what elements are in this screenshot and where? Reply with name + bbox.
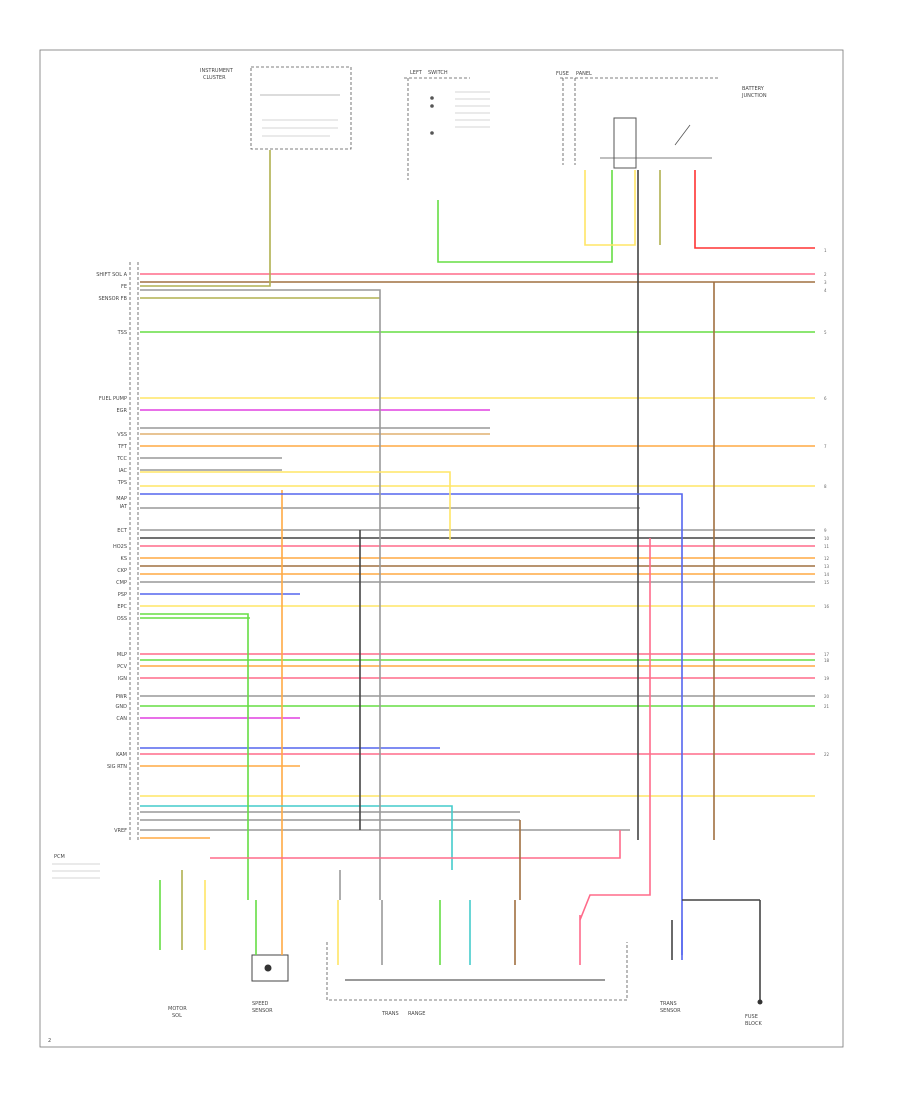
- pcm-connector: SHIFT SOL A FE SENSOR FB TSS FUEL PUMP EGR VSS…: [52, 262, 139, 879]
- pcm-pin-label: HO2S: [113, 544, 127, 550]
- battery-junction-label-2: JUNCTION: [741, 93, 767, 99]
- pcm-pin-label: TCC: [116, 456, 127, 462]
- diagram-frame: [39, 49, 844, 1048]
- right-edge-number: 14: [824, 572, 830, 577]
- fuse-panel-label-1: FUSE: [556, 71, 569, 77]
- pcm-pin-label: EGR: [116, 408, 127, 414]
- pcm-pin-label: IAT: [119, 504, 128, 510]
- speed-sensor-label-1: SPEED: [252, 1001, 269, 1007]
- page-number: 2: [48, 1038, 51, 1044]
- pcm-pin-label: IGN: [118, 676, 127, 682]
- pcm-pin-label: CMP: [116, 580, 127, 586]
- pcm-pin-label: VREF: [114, 828, 127, 834]
- left-switch-label-2: SWITCH: [428, 70, 448, 76]
- instrument-cluster-component: INSTRUMENT CLUSTER: [200, 66, 352, 150]
- pcm-pin-label: MLP: [117, 652, 127, 658]
- pcm-pin-label: KS: [121, 556, 127, 562]
- pcm-pin-label: VSS: [117, 432, 127, 438]
- left-switch-label-1: LEFT: [410, 70, 423, 76]
- pcm-pin-label: SIG RTN: [107, 764, 127, 770]
- trans-range-component: TRANS RANGE: [326, 900, 628, 1017]
- trans-range-label-2: RANGE: [408, 1011, 425, 1017]
- instrument-cluster-label-2: CLUSTER: [203, 75, 226, 81]
- speed-sensor-component: SPEED SENSOR: [251, 900, 289, 1014]
- right-edge-number: 17: [824, 652, 830, 657]
- right-edge-number: 1: [824, 248, 827, 253]
- pcm-pin-label: FE: [121, 284, 127, 290]
- right-edge-number: 8: [824, 484, 827, 489]
- pcm-pin-label: PCV: [117, 664, 128, 670]
- trans-sensor-component: TRANS SENSOR: [659, 920, 683, 1014]
- pcm-pin-label: KAM: [116, 752, 127, 758]
- vertical-wires: [140, 150, 815, 840]
- pcm-pin-label: SHIFT SOL A: [96, 272, 127, 278]
- pcm-pin-label: PWR: [116, 694, 128, 700]
- pcm-pin-label: IAC: [119, 468, 128, 474]
- pcm-pin-label: GND: [116, 704, 128, 710]
- motor-sol-label-1: MOTOR: [168, 1006, 187, 1012]
- right-edge-number: 3: [824, 280, 827, 285]
- right-edge-number: 2: [824, 272, 827, 277]
- right-edge-number: 22: [824, 752, 830, 757]
- trans-sensor-label-1: TRANS: [659, 1001, 677, 1007]
- pcm-pin-label: EPC: [117, 604, 127, 610]
- right-edge-number: 9: [824, 528, 827, 533]
- wire-group: [140, 273, 815, 839]
- pcm-pin-label: CKP: [117, 568, 127, 574]
- pcm-pin-label: PSP: [118, 592, 127, 598]
- right-edge-number: 21: [824, 704, 830, 709]
- right-edge-number: 12: [824, 556, 830, 561]
- bottom-components: MOTOR SOL SPEED SENSOR TRANS RANGE: [159, 870, 763, 1027]
- trans-range-label-1: TRANS: [381, 1011, 399, 1017]
- pcm-pin-label: ECT: [117, 528, 128, 534]
- left-switch-component: LEFT SWITCH: [404, 70, 490, 180]
- pcm-pin-label: TSS: [117, 330, 127, 336]
- motor-sol-label-2: SOL: [172, 1013, 182, 1019]
- battery-junction-label-1: BATTERY: [742, 86, 765, 92]
- right-edge-number: 6: [824, 396, 827, 401]
- right-edge-number: 15: [824, 580, 830, 585]
- right-edge-number: 20: [824, 694, 830, 699]
- trans-sensor-label-2: SENSOR: [660, 1008, 681, 1014]
- right-edge-number: 10: [824, 536, 830, 541]
- right-edge-number: 13: [824, 564, 830, 569]
- instrument-cluster-label-1: INSTRUMENT: [200, 68, 234, 74]
- right-edge-number: 18: [824, 658, 830, 663]
- right-edge-number: 4: [824, 288, 827, 293]
- right-edge-number: 11: [824, 544, 830, 549]
- pcm-pin-label: TPS: [117, 480, 127, 486]
- speed-sensor-label-2: SENSOR: [252, 1008, 273, 1014]
- pcm-pin-label: OSS: [117, 616, 127, 622]
- mid-vertical-wires: [140, 282, 715, 955]
- fuse-block-label-2: BLOCK: [745, 1021, 762, 1027]
- pcm-pin-labels: SHIFT SOL A FE SENSOR FB TSS FUEL PUMP EGR VSS…: [96, 272, 128, 834]
- pcm-pin-label: MAP: [116, 496, 127, 502]
- right-edge-number: 7: [824, 444, 827, 449]
- pcm-pin-label: SENSOR FB: [98, 296, 127, 302]
- motor-sol-component: MOTOR SOL: [159, 870, 206, 1019]
- fuse-panel-label-2: PANEL: [576, 71, 592, 77]
- pcm-pin-label: TFT: [117, 444, 128, 450]
- right-edge-number: 16: [824, 604, 830, 609]
- pcm-pin-label: FUEL PUMP: [99, 396, 127, 402]
- right-edge-number: 5: [824, 330, 827, 335]
- pcm-pin-label: CAN: [116, 716, 127, 722]
- pcm-bottom-label: PCM: [54, 854, 65, 860]
- fuse-block-component: FUSE BLOCK: [682, 899, 763, 1027]
- fuse-panel-component: FUSE PANEL BATTERY JUNCTION: [556, 71, 767, 169]
- fuse-block-label-1: FUSE: [745, 1014, 758, 1020]
- right-edge-number: 19: [824, 676, 830, 681]
